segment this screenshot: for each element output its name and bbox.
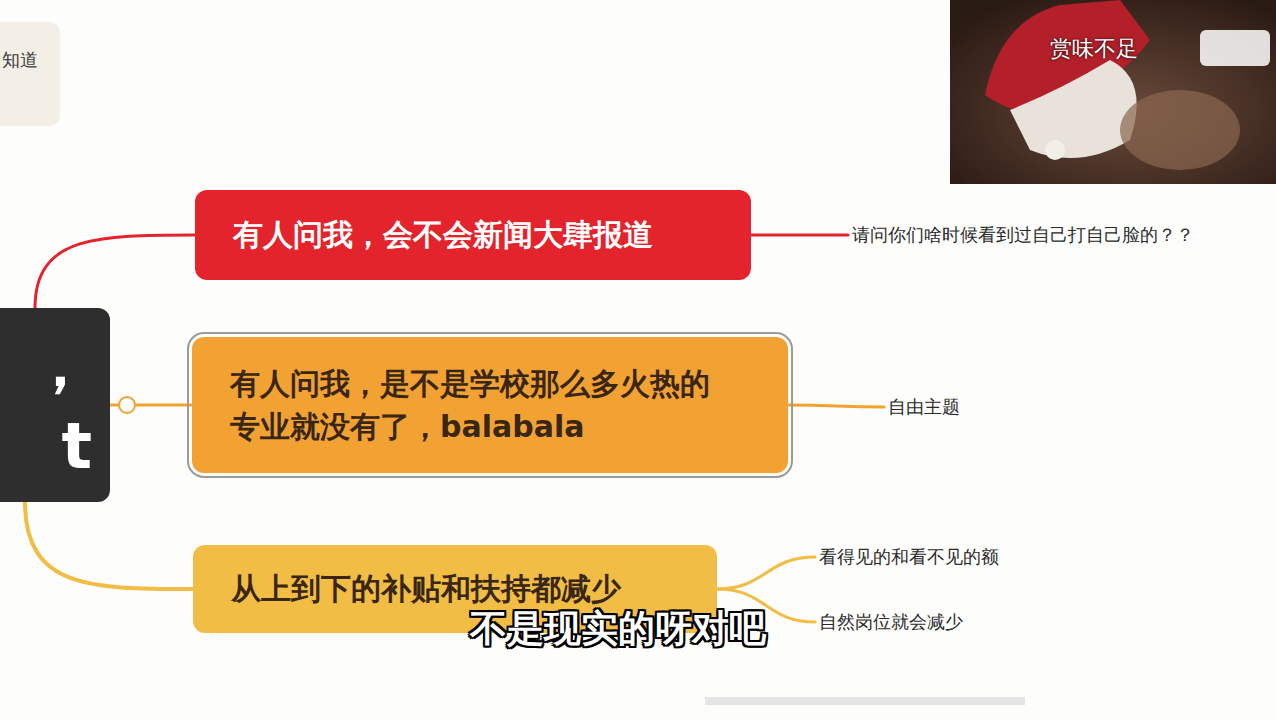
branch-box: 有人问我，会不会新闻大肆报道: [195, 190, 751, 280]
subtitle: 不是现实的呀对吧: [470, 604, 766, 654]
video-caption: 赏味不足: [1050, 34, 1138, 64]
collapse-knob: [119, 397, 135, 413]
branch-line: [751, 234, 848, 237]
box-text: 有人问我，是不是学校那么多火热的专业就没有了，balabala: [230, 362, 710, 449]
progress-bar: [705, 697, 1025, 705]
leaf-topic: 看得见的和看不见的额: [815, 543, 1003, 571]
root-box: ， t: [0, 308, 110, 502]
topic-text: 请问你们啥时候看到过自己打自己脸的？？: [852, 223, 1194, 247]
faded-box: [0, 22, 60, 126]
topic-text: 看得见的和看不见的额: [819, 545, 999, 569]
branch-box: 有人问我，是不是学校那么多火热的专业就没有了，balabala: [192, 337, 788, 473]
branch-line: [717, 557, 815, 589]
box-text: 有人问我，会不会新闻大肆报道: [233, 213, 653, 257]
leaf-topic: 自然岗位就会减少: [815, 608, 967, 636]
box-text: 从上到下的补贴和扶持都减少: [231, 567, 621, 611]
topic-text: 自然岗位就会减少: [819, 610, 963, 634]
video-thumbnail: [950, 0, 1276, 184]
branch-line: [35, 235, 195, 308]
leaf-topic: 自由主题: [884, 393, 964, 421]
branch-line: [25, 502, 193, 589]
topic-text: 自由主题: [888, 395, 960, 419]
box-text: ， t: [22, 322, 92, 488]
leaf-topic: 请问你们啥时候看到过自己打自己脸的？？: [848, 221, 1198, 249]
branch-line: [788, 405, 884, 407]
faded-note: 知道: [2, 48, 38, 72]
